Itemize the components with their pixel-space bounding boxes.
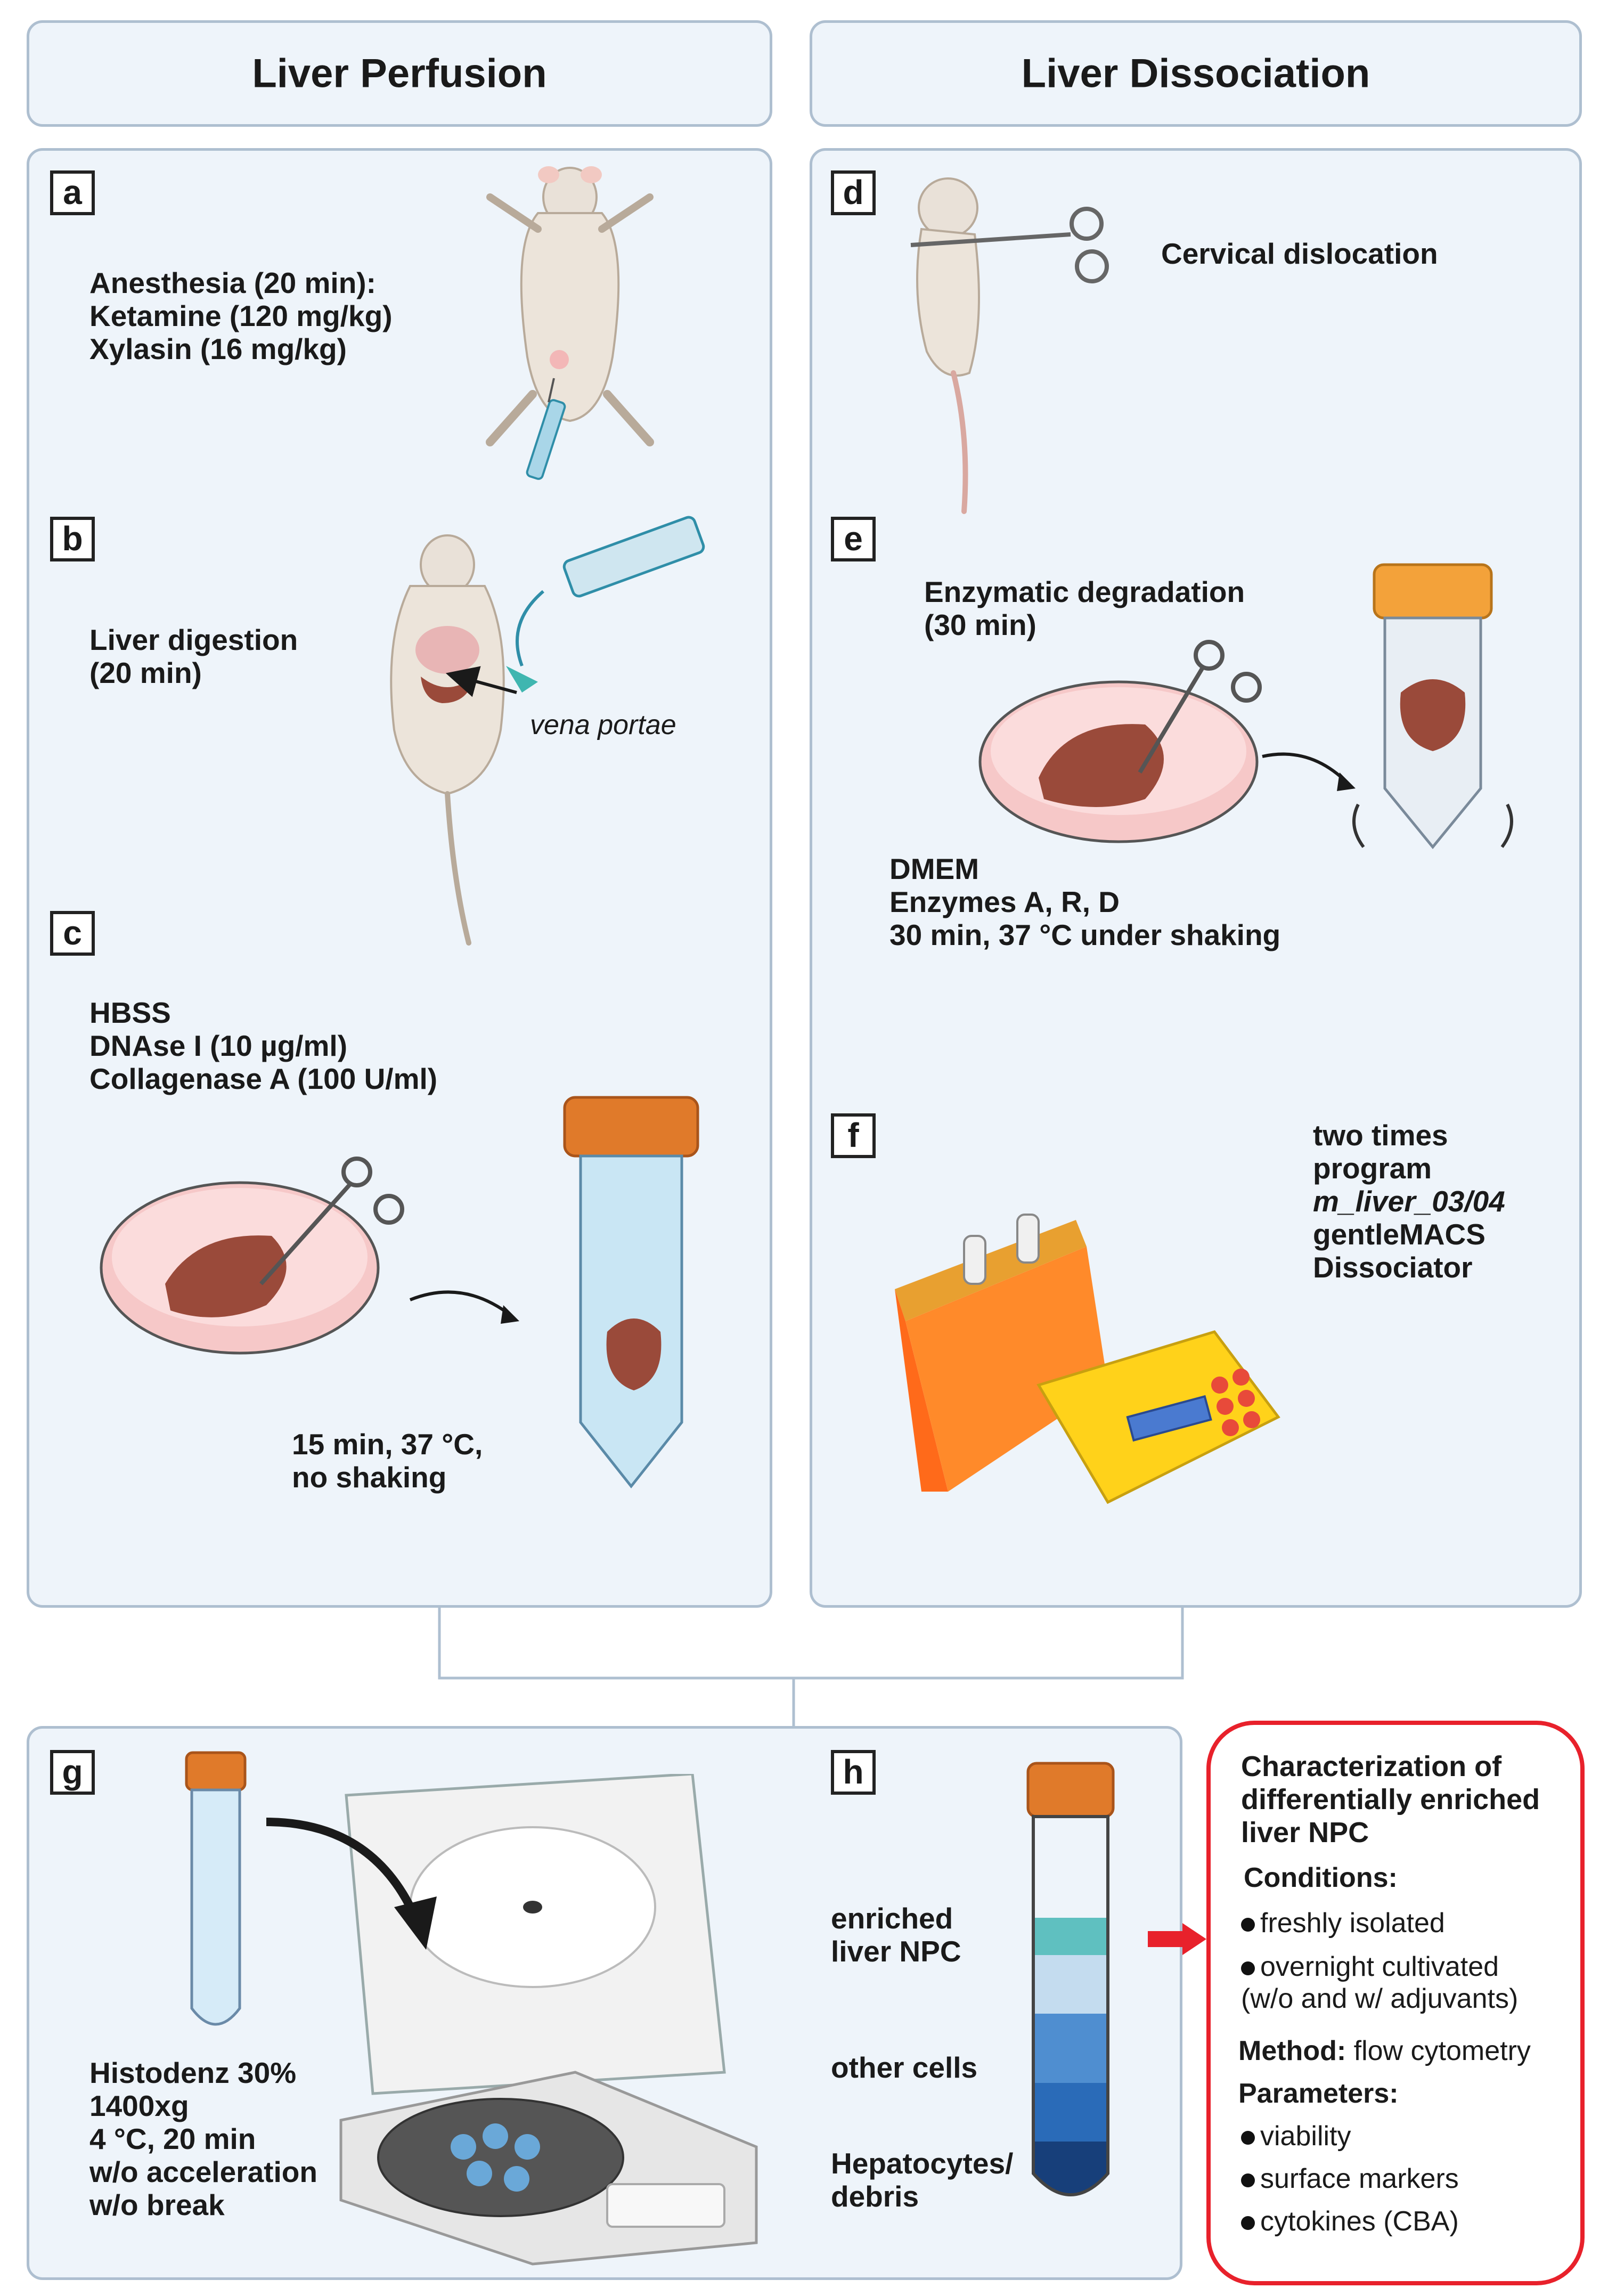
panel-g-text: Histodenz 30% 1400xg 4 °C, 20 min w/o ac…: [89, 2056, 317, 2221]
parameter-text: viability: [1260, 2121, 1351, 2152]
panel-g-label: g: [50, 1750, 95, 1795]
falcon-tube-c: [563, 1096, 699, 1489]
parameters-label: Parameters:: [1238, 2078, 1399, 2109]
bullet-dot: [1241, 1918, 1255, 1932]
condition-text: overnight cultivated (w/o and w/ adjuvan…: [1241, 1951, 1519, 2014]
panel-a-text: Anesthesia (20 min): Ketamine (120 mg/kg…: [89, 266, 393, 365]
characterization-title: Characterization of differentially enric…: [1241, 1751, 1540, 1849]
mouse-cervical-dislocation-illustration: [910, 177, 1109, 514]
panel-f-line4: gentleMACS: [1313, 1218, 1485, 1251]
bullet-dot: [1241, 2216, 1255, 2230]
condition-item: overnight cultivated (w/o and w/ adjuvan…: [1241, 1951, 1518, 2015]
bullet-dot: [1241, 2173, 1255, 2188]
mouse-perfusion-illustration: [390, 516, 705, 946]
characterization-box: [1206, 1721, 1585, 2285]
panel-f-line3: m_liver_03/04: [1313, 1185, 1505, 1218]
panel-f-label: f: [831, 1113, 876, 1158]
centrifuge-illustration: [339, 1774, 758, 2266]
parameter-text: surface markers: [1260, 2163, 1459, 2194]
panel-f-line2: program: [1313, 1152, 1432, 1185]
conditions-label: Conditions:: [1244, 1862, 1398, 1893]
panel-d-text: Cervical dislocation: [1161, 237, 1438, 270]
panel-a-label: a: [50, 170, 95, 215]
panel-e-title: Enzymatic degradation (30 min): [924, 575, 1245, 641]
panel-c-note: 15 min, 37 °C, no shaking: [292, 1428, 483, 1494]
header-liver-dissociation: Liver Dissociation: [810, 20, 1582, 127]
mouse-anesthesia-illustration: [486, 166, 654, 480]
method-row: Method: flow cytometry: [1238, 2035, 1531, 2067]
arrow-e: [1262, 752, 1356, 791]
parameter-item: surface markers: [1241, 2163, 1459, 2195]
parameter-item: viability: [1241, 2120, 1351, 2152]
panel-h-layer2: other cells: [831, 2051, 978, 2084]
condition-text: freshly isolated: [1260, 1908, 1445, 1939]
bullet-dot: [1241, 2131, 1255, 2145]
condition-item: freshly isolated: [1241, 1907, 1445, 1939]
panel-c-label: c: [50, 911, 95, 956]
panel-f-line1: two times: [1313, 1119, 1448, 1152]
red-arrow: [1148, 1923, 1206, 1955]
method-label: Method:: [1238, 2036, 1346, 2066]
shaking-tube-e: [1352, 563, 1513, 849]
panel-b-text: Liver digestion (20 min): [89, 623, 298, 689]
arrow-c: [409, 1290, 519, 1324]
parameter-item: cytokines (CBA): [1241, 2205, 1459, 2237]
header-liver-perfusion: Liver Perfusion: [27, 20, 772, 127]
connector-lines: [438, 1608, 1184, 1726]
petri-dish-scissors-e: [978, 640, 1262, 843]
header-right-title: Liver Dissociation: [1021, 51, 1370, 96]
panel-c-text: HBSS DNAse I (10 µg/ml) Collagenase A (1…: [89, 996, 438, 1095]
gentlemacs-dissociator-illustration: [895, 1214, 1280, 1504]
panel-h-layer1: enriched liver NPC: [831, 1902, 961, 1968]
panel-h-label: h: [831, 1750, 876, 1795]
panel-f-line5: Dissociator: [1313, 1251, 1473, 1284]
parameter-text: cytokines (CBA): [1260, 2206, 1459, 2237]
panel-d-label: d: [831, 170, 876, 215]
vena-portae-label: vena portae: [530, 710, 676, 740]
method-value: flow cytometry: [1353, 2036, 1531, 2066]
histodenz-tube-illustration: [185, 1751, 247, 2026]
density-gradient-tube-illustration: [1026, 1762, 1115, 2196]
panel-e-label: e: [831, 517, 876, 561]
bullet-dot: [1241, 1961, 1255, 1976]
header-left-title: Liver Perfusion: [252, 51, 547, 96]
petri-dish-scissors-c: [100, 1157, 404, 1355]
panel-e-text: DMEM Enzymes A, R, D 30 min, 37 °C under…: [889, 852, 1281, 951]
arrow-g: [266, 1818, 437, 1950]
panel-h-layer3: Hepatocytes/ debris: [831, 2147, 1014, 2213]
panel-b-label: b: [50, 517, 95, 561]
